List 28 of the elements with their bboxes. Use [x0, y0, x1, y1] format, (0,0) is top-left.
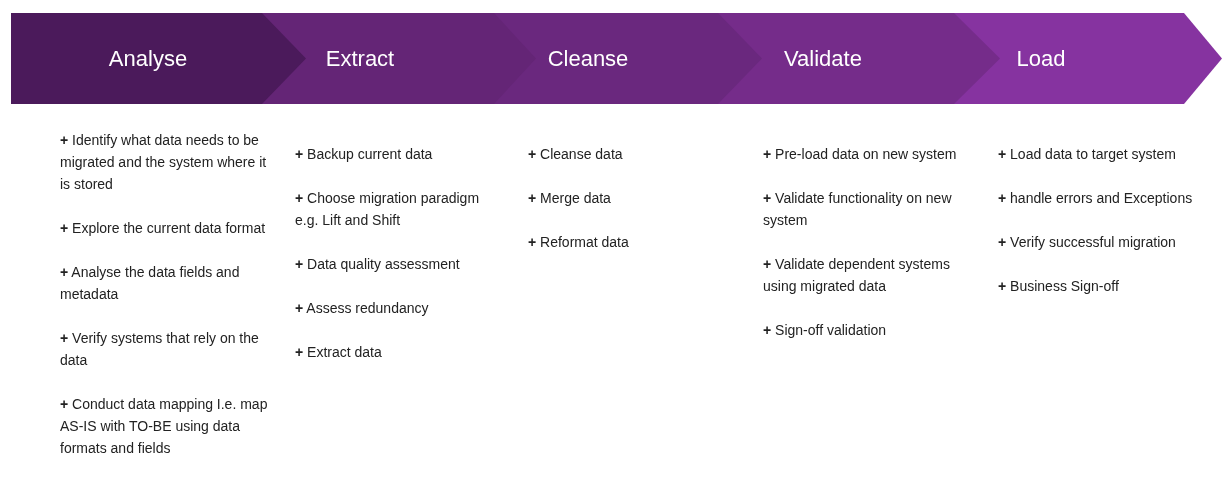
task-item: + Analyse the data fields and metadata [60, 263, 241, 304]
task-item: + Conduct data mapping I.e. map AS-IS with TO-BE using data formats and fields [60, 395, 269, 458]
task-item: + Pre-load data on new system [763, 145, 958, 164]
task-item: + Extract data [295, 343, 383, 362]
chevron-step [11, 13, 306, 104]
task-item: + Sign-off validation [763, 321, 888, 340]
task-item: + Data quality assessment [295, 255, 461, 274]
task-item: + Cleanse data [528, 145, 624, 164]
step-title: Cleanse [546, 45, 630, 73]
step-title: Analyse [107, 45, 189, 73]
chevron-step [954, 13, 1222, 104]
task-item: + Business Sign-off [998, 277, 1120, 296]
task-item: + Validate dependent systems using migrated data [763, 255, 951, 296]
task-item: + handle errors and Exceptions [998, 189, 1194, 208]
task-item: + Identify what data needs to be migrated and the system where it is stored [60, 131, 268, 194]
step-title: Extract [324, 45, 396, 73]
task-item: + Verify successful migration [998, 233, 1177, 252]
task-item: + Assess redundancy [295, 299, 430, 318]
task-item: + Explore the current data format [60, 219, 267, 238]
task-item: + Merge data [528, 189, 612, 208]
task-item: + Choose migration paradigm e.g. Lift and Shift [295, 189, 481, 230]
task-item: + Validate functionality on new system [763, 189, 953, 230]
task-item: + Verify systems that rely on the data [60, 329, 260, 370]
step-title: Validate [783, 45, 863, 73]
task-item: + Backup current data [295, 145, 434, 164]
task-item: + Reformat data [528, 233, 630, 252]
task-item: + Load data to target system [998, 145, 1177, 164]
step-title: Load [1015, 45, 1067, 73]
